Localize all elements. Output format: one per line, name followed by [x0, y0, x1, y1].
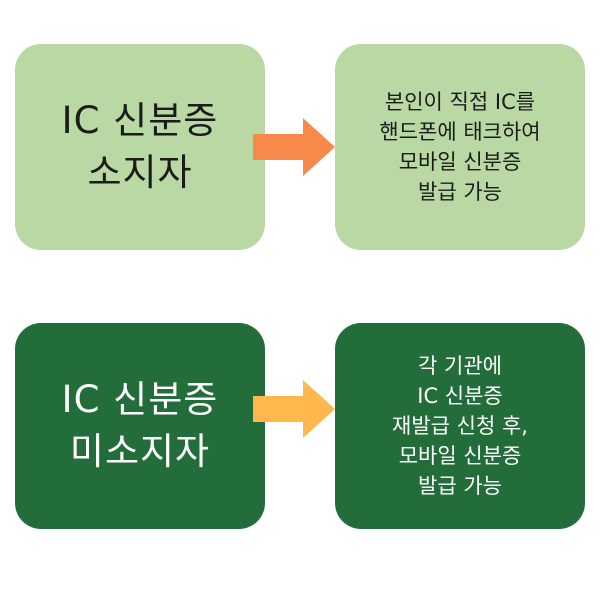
arrow-shape-1	[253, 118, 335, 176]
ic-holder-desc-line-4: 발급 가능	[418, 180, 502, 204]
ic-nonholder-desc-line-1: 각 기관에	[418, 354, 502, 378]
ic-holder-desc-line-2: 핸드폰에 태크하여	[379, 120, 541, 144]
ic-holder-desc-line-3: 모바일 신분증	[398, 150, 522, 174]
right-arrow-icon	[253, 118, 335, 176]
ic-nonholder-title-line-2: 미소지자	[69, 430, 211, 473]
ic-holder-title-line-1: IC 신분증	[61, 99, 219, 142]
arrow-shape-2	[253, 380, 335, 438]
right-arrow-icon	[253, 380, 335, 438]
ic-nonholder-desc-line-3: 재발급 신청 후,	[392, 414, 528, 438]
ic-holder-desc-line-1: 본인이 직접 IC를	[384, 90, 536, 114]
ic-holder-description-box: 본인이 직접 IC를 핸드폰에 태크하여 모바일 신분증 발급 가능	[335, 44, 585, 250]
ic-nonholder-title-line-1: IC 신분증	[61, 378, 219, 421]
ic-nonholder-desc-line-4: 모바일 신분증	[398, 444, 522, 468]
ic-nonholder-box: IC 신분증 미소지자	[15, 323, 265, 529]
ic-holder-box: IC 신분증 소지자	[15, 44, 265, 250]
ic-holder-title-line-2: 소지자	[87, 151, 193, 194]
ic-nonholder-desc-line-5: 발급 가능	[418, 474, 502, 498]
ic-nonholder-desc-line-2: IC 신분증	[417, 384, 503, 408]
ic-nonholder-description-box: 각 기관에 IC 신분증 재발급 신청 후, 모바일 신분증 발급 가능	[335, 323, 585, 529]
